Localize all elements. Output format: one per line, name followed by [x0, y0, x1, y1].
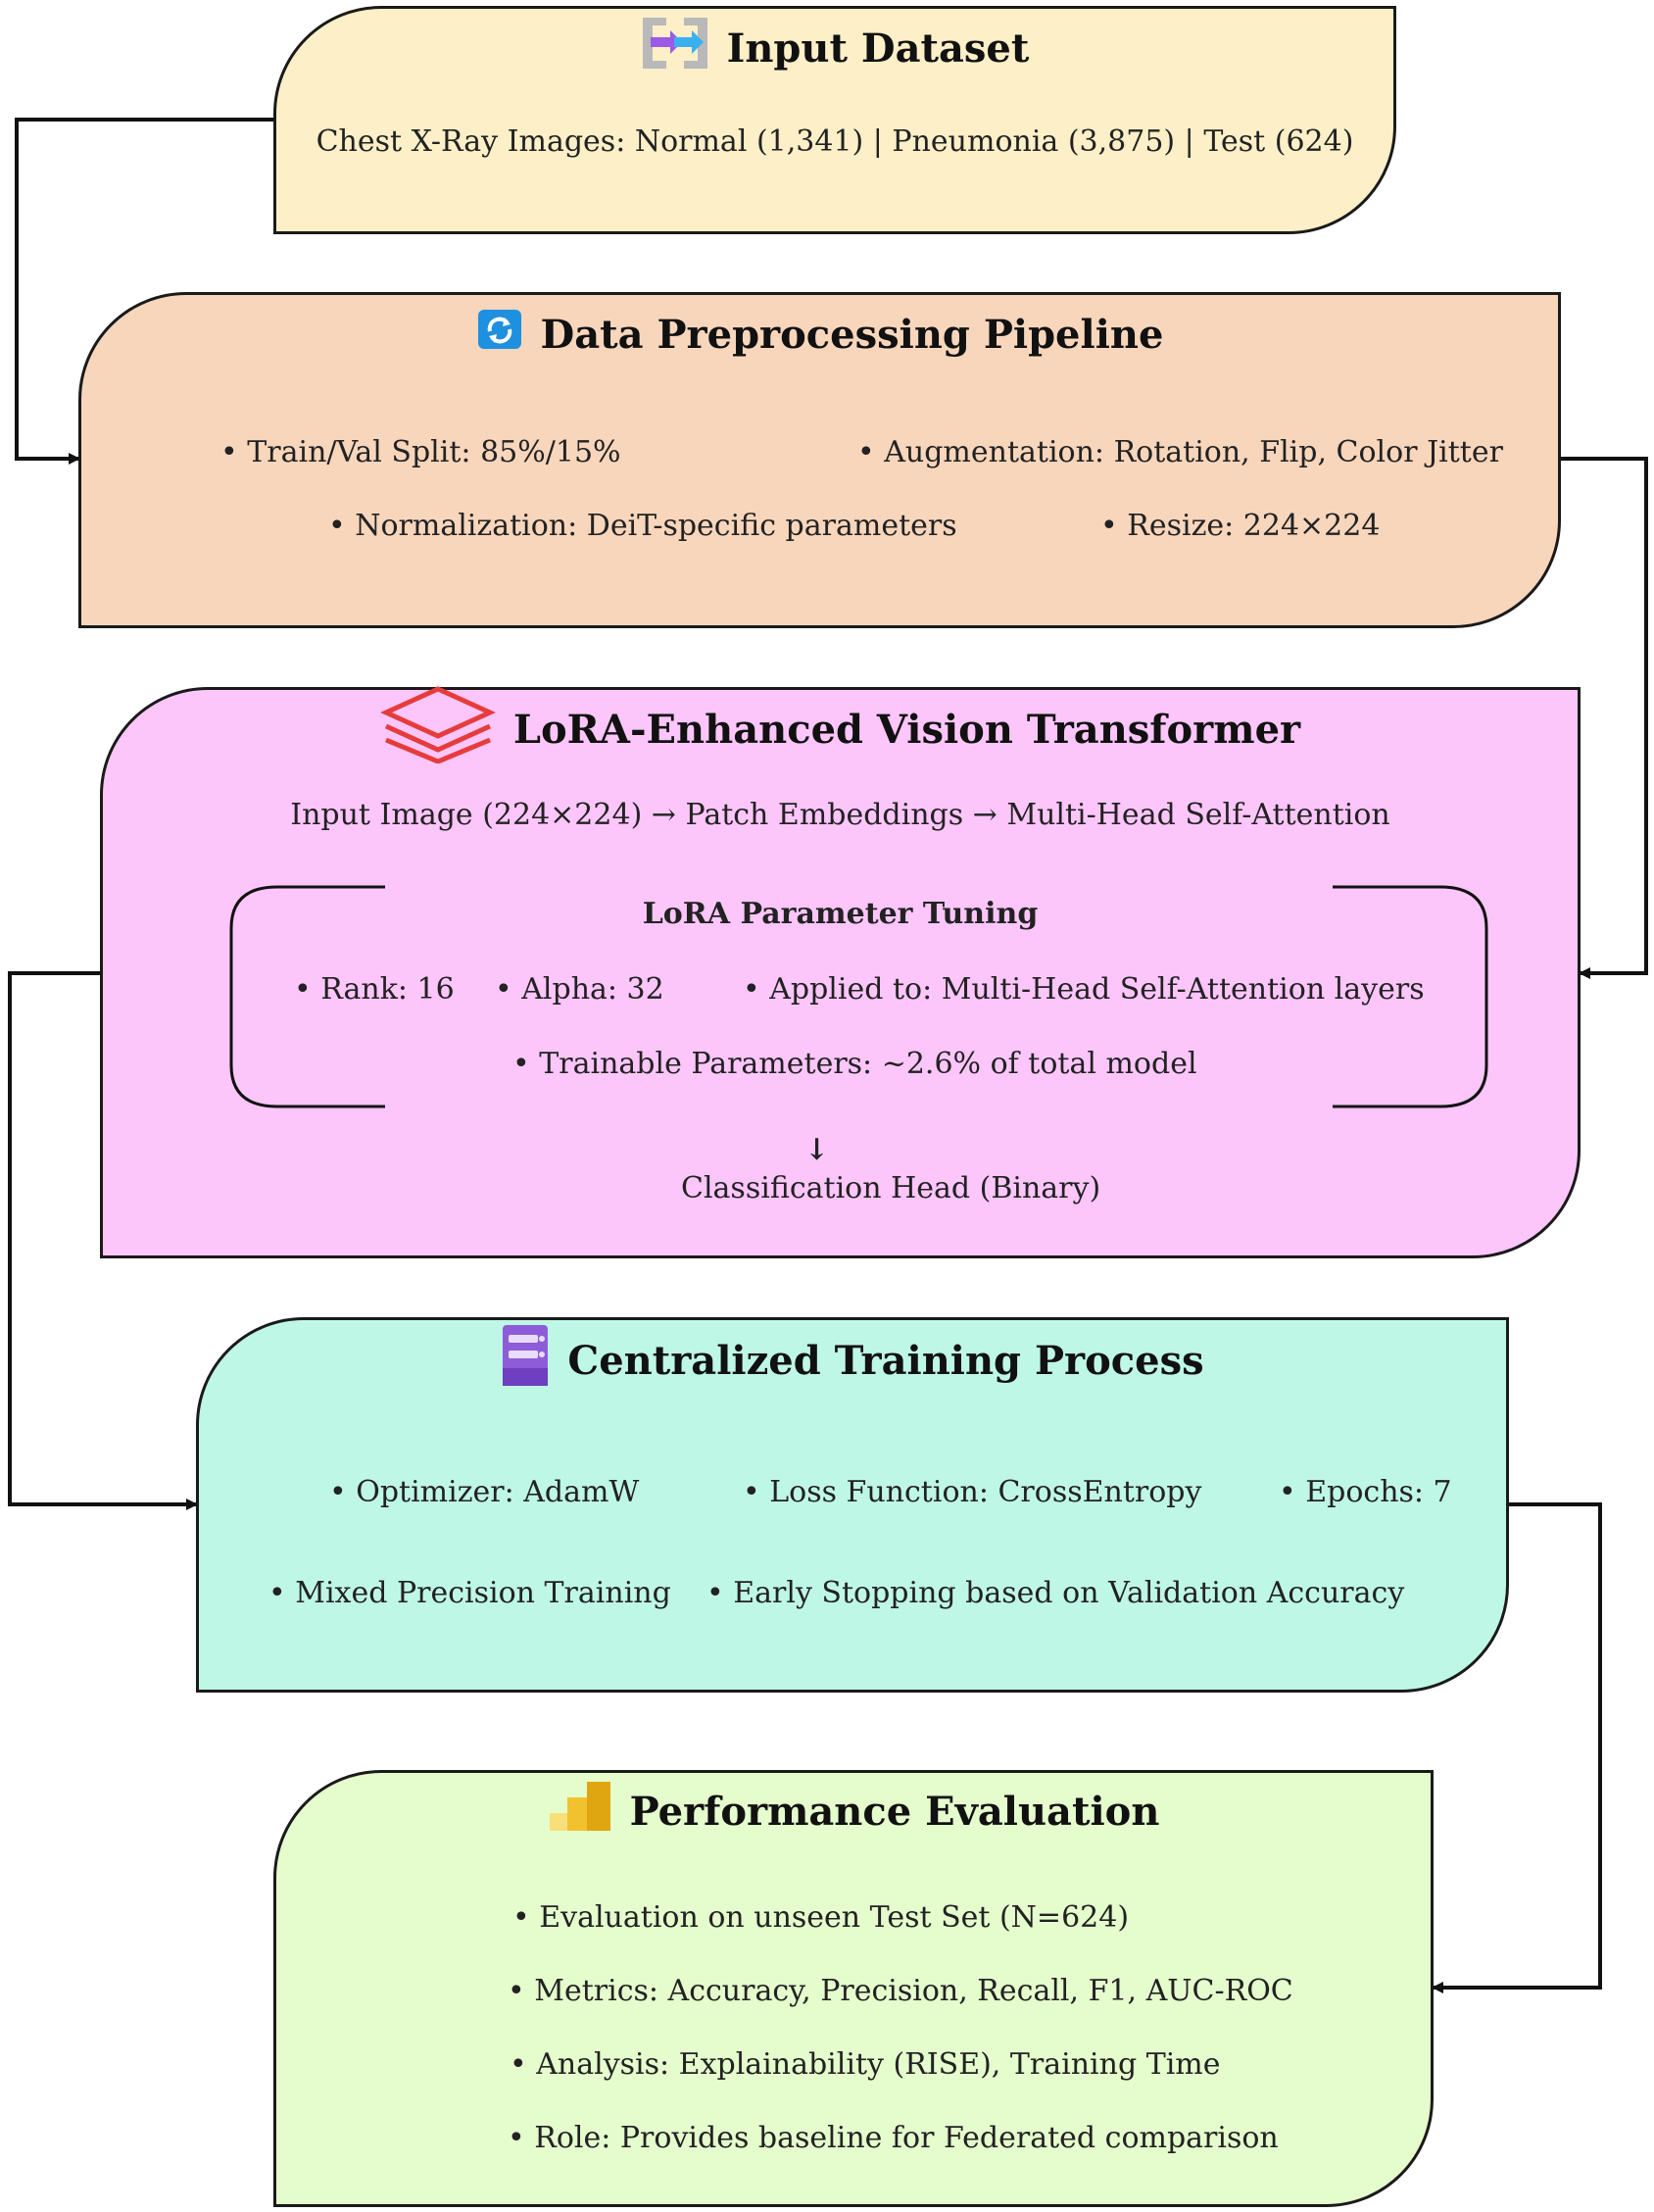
input-dataset-title: Input Dataset [726, 25, 1030, 72]
lora-trainable: • Trainable Parameters: ~2.6% of total m… [512, 1047, 1197, 1081]
training-bullet-mixed-precision: • Mixed Precision Training [268, 1576, 671, 1610]
lora-rank: • Rank: 16 [294, 972, 455, 1007]
layers-icon [379, 685, 496, 773]
evaluation-bullet-test-set: • Evaluation on unseen Test Set (N=624) [512, 1900, 1130, 1935]
preprocessing-title: Data Preprocessing Pipeline [540, 311, 1164, 358]
training-box: Centralized Training Process • Optimizer… [196, 1317, 1509, 1693]
training-title-row: Centralized Training Process [199, 1323, 1506, 1398]
classification-head: Classification Head (Binary) [681, 1171, 1101, 1205]
arrow-input-to-preprocessing [15, 118, 273, 465]
arrow-training-to-evaluation [1432, 1502, 1602, 1993]
lora-title: LoRA Parameter Tuning [642, 897, 1039, 931]
preprocessing-title-row: Data Preprocessing Pipeline [81, 305, 1558, 364]
lora-applied: • Applied to: Multi-Head Self-Attention … [743, 972, 1425, 1007]
input-dataset-title-row: Input Dataset [276, 16, 1393, 80]
preprocessing-box: Data Preprocessing Pipeline • Train/Val … [78, 292, 1561, 628]
refresh-icon [476, 308, 523, 361]
preprocessing-bullet-resize: • Resize: 224×224 [1100, 509, 1381, 543]
arrow-preprocessing-to-transformer [1558, 457, 1648, 979]
evaluation-bullet-analysis: • Analysis: Explainability (RISE), Train… [510, 2047, 1221, 2082]
evaluation-box: Performance Evaluation • Evaluation on u… [273, 1770, 1434, 2207]
server-icon [501, 1323, 550, 1398]
training-bullet-epochs: • Epochs: 7 [1279, 1475, 1452, 1509]
transformer-title: LoRA-Enhanced Vision Transformer [512, 706, 1301, 753]
lora-alpha: • Alpha: 32 [495, 972, 664, 1007]
preprocessing-bullet-normalization: • Normalization: DeiT-specific parameter… [328, 509, 957, 543]
training-bullet-early-stopping: • Early Stopping based on Validation Acc… [706, 1576, 1405, 1610]
evaluation-title: Performance Evaluation [629, 1788, 1160, 1835]
bar-chart-icon [548, 1780, 612, 1843]
evaluation-title-row: Performance Evaluation [276, 1777, 1431, 1845]
evaluation-bullet-metrics: • Metrics: Accuracy, Precision, Recall, … [508, 1974, 1293, 2008]
merge-arrows-icon [641, 16, 709, 80]
down-arrow: ↓ [804, 1133, 830, 1167]
input-dataset-description: Chest X-Ray Images: Normal (1,341) | Pne… [316, 124, 1354, 159]
training-bullet-optimizer: • Optimizer: AdamW [329, 1475, 640, 1509]
training-bullet-loss: • Loss Function: CrossEntropy [743, 1475, 1202, 1509]
evaluation-bullet-role: • Role: Provides baseline for Federated … [508, 2121, 1279, 2155]
transformer-title-row: LoRA-Enhanced Vision Transformer [103, 686, 1578, 768]
lora-bracket-frame [229, 885, 1488, 1108]
arrow-transformer-to-training [8, 971, 198, 1510]
input-dataset-box: Input Dataset Chest X-Ray Images: Normal… [273, 6, 1396, 234]
transformer-box: LoRA-Enhanced Vision Transformer Input I… [100, 686, 1581, 1258]
transformer-flow: Input Image (224×224) → Patch Embeddings… [290, 798, 1390, 832]
preprocessing-bullet-augmentation: • Augmentation: Rotation, Flip, Color Ji… [857, 435, 1503, 469]
preprocessing-bullet-split: • Train/Val Split: 85%/15% [220, 435, 621, 469]
training-title: Centralized Training Process [567, 1337, 1204, 1384]
